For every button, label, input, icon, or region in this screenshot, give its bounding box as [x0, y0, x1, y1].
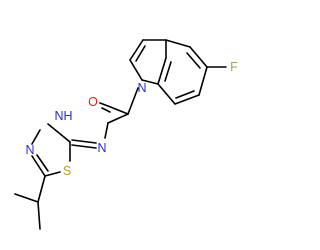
bond [141, 79, 159, 85]
bond [99, 102, 109, 107]
bond [198, 66, 208, 96]
ring-nh-hydrogen-label: H [63, 109, 72, 123]
bond [127, 87, 139, 115]
acetamide-linker [99, 87, 139, 139]
bond [189, 46, 208, 68]
bond [107, 105, 129, 115]
bond [157, 57, 167, 85]
indole-pyrrole-ring [129, 39, 167, 85]
bond [71, 139, 97, 144]
bond [175, 90, 195, 99]
bond [104, 122, 109, 139]
bond [37, 175, 46, 203]
molecule-canvas: F O N N N H N S [14, 39, 238, 230]
bond [71, 144, 97, 149]
ring-nitrogen-nh-atom-label: N [54, 109, 63, 123]
structure-diagram: F O N N N H N S [14, 39, 238, 230]
bond [47, 123, 71, 143]
bond [107, 113, 129, 124]
sulfur-atom-label: S [63, 164, 71, 178]
bond [129, 59, 143, 81]
bond [14, 193, 39, 203]
ring-nitrogen-4-atom-label: N [25, 143, 34, 157]
bond [174, 94, 200, 105]
bond [157, 83, 176, 105]
indole-benzene-ring [157, 39, 208, 105]
bond [31, 129, 41, 145]
bond [37, 201, 41, 230]
bond [129, 39, 144, 61]
bond [165, 39, 191, 48]
indole-nitrogen-atom-label: N [137, 81, 146, 95]
bond [164, 61, 172, 82]
bond [36, 154, 49, 172]
bond [135, 45, 146, 62]
oxygen-atom-label: O [88, 95, 98, 109]
isopropyl-group [14, 175, 46, 230]
thiadiazole-ring [31, 123, 97, 177]
fluorine-atom-label: F [230, 60, 238, 74]
bond [186, 52, 201, 69]
bond [31, 155, 46, 177]
imine-nitrogen-atom-label: N [97, 141, 106, 155]
bond [44, 171, 61, 177]
bond [101, 107, 111, 113]
